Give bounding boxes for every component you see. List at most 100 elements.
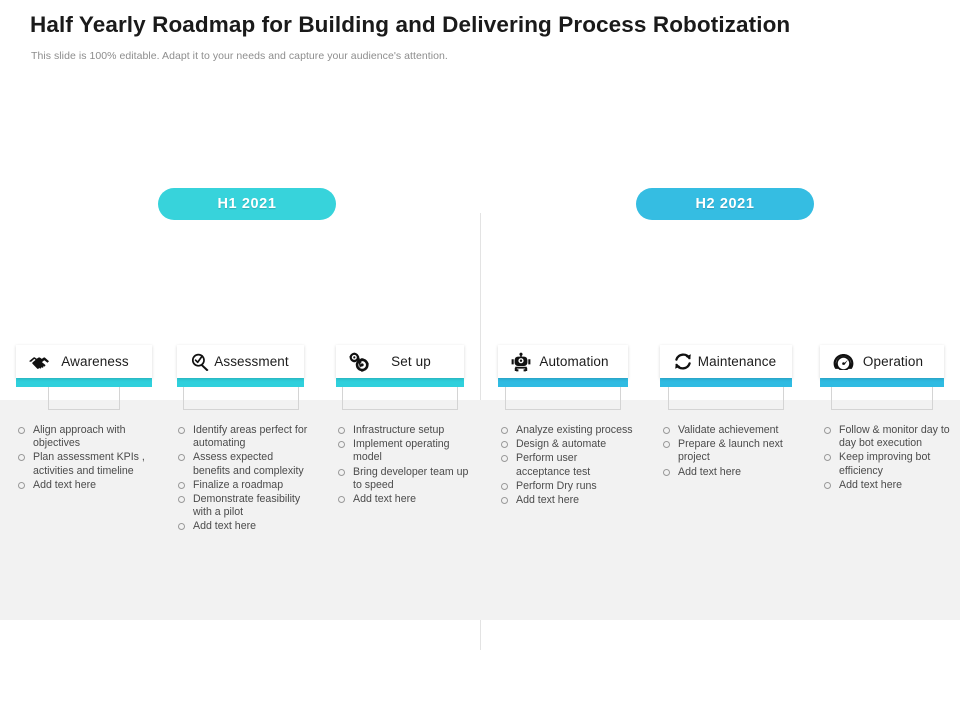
- column-header-card[interactable]: Automation: [498, 345, 628, 378]
- list-item: Finalize a roadmap: [176, 479, 312, 492]
- bullet-text: Perform Dry runs: [516, 479, 597, 492]
- column-header-card[interactable]: Assessment: [177, 345, 304, 378]
- bullet-text: Identify areas perfect for automating: [193, 424, 308, 450]
- bullet-text: Design & automate: [516, 438, 607, 451]
- column-accent-bar: [16, 378, 152, 387]
- phase-badge-h2[interactable]: H2 2021: [636, 188, 814, 220]
- bullet-marker-icon: [501, 455, 508, 463]
- bullet-marker-icon: [501, 441, 508, 449]
- bullet-text: Add text here: [33, 478, 97, 491]
- column-header-label: Operation: [862, 354, 924, 369]
- bullet-text: Perform user acceptance test: [516, 452, 591, 478]
- list-item: Perform Dry runs: [499, 480, 634, 493]
- bullet-text: Prepare & launch next project: [678, 438, 783, 464]
- bullet-text: Add text here: [193, 520, 257, 533]
- roadmap-column-awareness: Awareness: [16, 345, 152, 410]
- magnifier-check-icon: [187, 351, 213, 373]
- list-item: Plan assessment KPIs , activities and ti…: [16, 451, 156, 477]
- list-item: Analyze existing process: [499, 424, 634, 437]
- column-connector: [342, 387, 458, 410]
- bullet-text: Demonstrate feasibility with a pilot: [193, 493, 301, 519]
- bullet-text: Analyze existing process: [516, 424, 633, 436]
- roadmap-column-operation: Operation: [820, 345, 944, 410]
- column-header-card[interactable]: Operation: [820, 345, 944, 378]
- column-header-label: Assessment: [214, 354, 289, 369]
- column-header-label: Maintenance: [697, 354, 777, 369]
- list-item: Prepare & launch next project: [661, 438, 801, 464]
- bullet-marker-icon: [178, 481, 185, 489]
- roadmap-column-automation: Automation: [498, 345, 628, 410]
- list-item: Add text here: [661, 466, 801, 479]
- bullet-marker-icon: [338, 468, 345, 476]
- column-header-card[interactable]: Awareness: [16, 345, 152, 378]
- bullet-marker-icon: [178, 523, 185, 531]
- list-item: Identify areas perfect for automating: [176, 424, 312, 450]
- speedometer-icon: [830, 351, 856, 373]
- list-item: Validate achievement: [661, 424, 801, 437]
- bullet-marker-icon: [824, 427, 831, 434]
- list-item: Assess expected benefits and complexity: [176, 451, 312, 477]
- column-accent-bar: [660, 378, 792, 387]
- bullet-marker-icon: [338, 441, 345, 449]
- bullet-marker-icon: [178, 427, 185, 434]
- column-accent-bar: [177, 378, 304, 387]
- column-accent-bar: [336, 378, 464, 387]
- bullet-marker-icon: [18, 427, 25, 434]
- list-item: Infrastructure setup: [336, 424, 476, 437]
- bullet-text: Finalize a roadmap: [193, 478, 284, 491]
- bullet-marker-icon: [18, 454, 25, 462]
- column-header-card[interactable]: Maintenance: [660, 345, 792, 378]
- bullet-marker-icon: [501, 482, 508, 490]
- list-item: Add text here: [336, 493, 476, 506]
- list-item: Follow & monitor day to day bot executio…: [822, 424, 957, 450]
- handshake-icon: [26, 351, 52, 373]
- column-header-label: Set up: [391, 354, 431, 369]
- bullet-text: Add text here: [678, 465, 742, 478]
- bullet-text: Align approach with objectives: [33, 424, 126, 450]
- refresh-cycle-icon: [670, 351, 696, 373]
- bullet-marker-icon: [338, 427, 345, 434]
- bullet-marker-icon: [824, 481, 831, 489]
- bullet-marker-icon: [178, 454, 185, 462]
- bullet-text: Keep improving bot efficiency: [839, 451, 931, 477]
- column-connector: [668, 387, 784, 410]
- bullet-marker-icon: [663, 468, 670, 476]
- bullet-marker-icon: [338, 496, 345, 504]
- list-item: Add text here: [176, 520, 312, 533]
- bullet-text: Implement operating model: [353, 438, 450, 464]
- bullet-marker-icon: [501, 497, 508, 505]
- bullet-marker-icon: [824, 454, 831, 462]
- bullet-text: Add text here: [516, 494, 580, 507]
- bullet-marker-icon: [663, 427, 670, 434]
- list-item: Implement operating model: [336, 438, 476, 464]
- phase-badge-h1[interactable]: H1 2021: [158, 188, 336, 220]
- column-connector: [505, 387, 621, 410]
- bullet-marker-icon: [18, 481, 25, 489]
- bullet-marker-icon: [663, 441, 670, 449]
- list-item: Design & automate: [499, 438, 634, 451]
- bullet-text: Follow & monitor day to day bot executio…: [839, 424, 950, 450]
- bullet-marker-icon: [178, 496, 185, 504]
- roadmap-column-set-up: Set up: [336, 345, 464, 410]
- column-connector: [48, 387, 120, 410]
- roadmap-column-assessment: Assessment: [177, 345, 304, 410]
- page-subtitle: This slide is 100% editable. Adapt it to…: [31, 50, 448, 62]
- robot-icon: [508, 351, 534, 373]
- bullet-text: Plan assessment KPIs , activities and ti…: [33, 451, 145, 477]
- gears-icon: [346, 351, 372, 373]
- column-header-card[interactable]: Set up: [336, 345, 464, 378]
- bullet-text: Add text here: [839, 478, 903, 491]
- list-item: Bring developer team up to speed: [336, 466, 476, 492]
- bullet-marker-icon: [501, 427, 508, 434]
- list-item: Align approach with objectives: [16, 424, 156, 450]
- column-accent-bar: [498, 378, 628, 387]
- list-item: Add text here: [822, 479, 957, 492]
- list-item: Keep improving bot efficiency: [822, 451, 957, 477]
- content-panel: [0, 400, 960, 620]
- column-accent-bar: [820, 378, 944, 387]
- column-bullet-list: Follow & monitor day to day bot executio…: [822, 424, 957, 493]
